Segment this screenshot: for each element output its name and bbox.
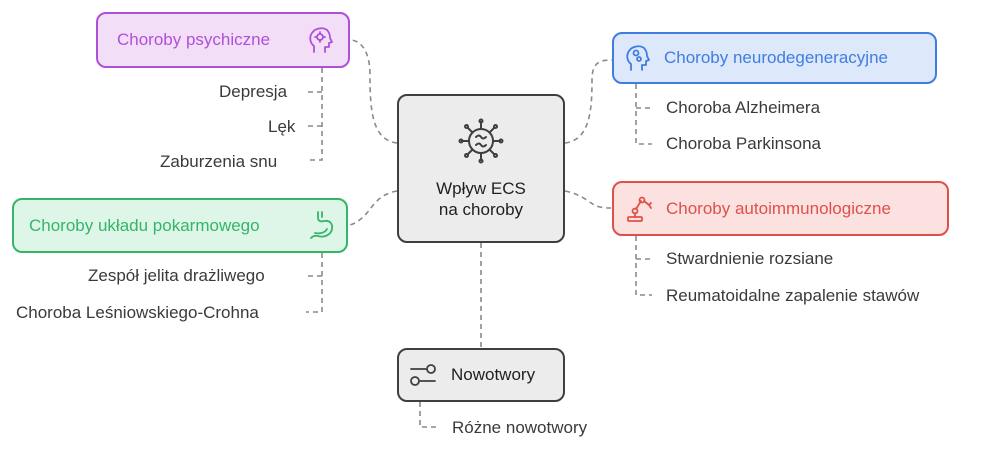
head-gears-icon <box>626 45 650 71</box>
psych-item-1: Depresja <box>219 82 288 101</box>
auto-item-2: Reumatoidalne zapalenie stawów <box>666 286 920 305</box>
neuro-item-2: Choroba Parkinsona <box>666 134 821 153</box>
category-auto: Choroby autoimmunologiczne <box>612 181 949 236</box>
neuro-item-1: Choroba Alzheimera <box>666 98 821 117</box>
connector-neuro <box>564 59 613 144</box>
digest-item-2: Choroba Leśniowskiego-Crohna <box>16 303 259 322</box>
psych-item-3: Zaburzenia snu <box>160 152 278 171</box>
category-cancer-label: Nowotwory <box>451 365 536 384</box>
center-node: Wpływ ECS na choroby <box>397 94 565 243</box>
connector-digest-leaves <box>306 253 323 313</box>
category-digest-label: Choroby układu pokarmowego <box>29 215 260 235</box>
connector-psych <box>349 39 398 144</box>
digest-item-1: Zespół jelita drażliwego <box>88 266 265 285</box>
virus-icon <box>458 118 504 163</box>
category-cancer: Nowotwory <box>397 348 565 402</box>
stomach-icon <box>310 211 334 239</box>
connector-psych-leaves <box>306 68 323 161</box>
category-auto-label: Choroby autoimmunologiczne <box>666 198 891 218</box>
robot-arm-icon <box>627 196 652 222</box>
connector-cancer-leaves <box>419 402 438 428</box>
center-title: Wpływ ECS na choroby <box>436 178 526 219</box>
category-psych: Choroby psychiczne <box>96 12 350 68</box>
connector-digest <box>347 190 398 226</box>
category-neuro: Choroby neurodegeneracyjne <box>612 32 937 84</box>
toggle-switch-icon <box>410 364 436 386</box>
category-psych-label: Choroby psychiczne <box>117 30 271 49</box>
connector-auto <box>564 190 613 209</box>
category-neuro-label: Choroby neurodegeneracyjne <box>664 48 888 67</box>
psych-item-2: Lęk <box>268 117 296 136</box>
category-digest: Choroby układu pokarmowego <box>12 198 348 253</box>
connector-auto-leaves <box>635 236 652 296</box>
brain-head-icon <box>309 27 333 53</box>
cancer-item-1: Różne nowotwory <box>452 418 588 437</box>
connector-neuro-leaves <box>635 84 652 145</box>
auto-item-1: Stwardnienie rozsiane <box>666 249 834 268</box>
